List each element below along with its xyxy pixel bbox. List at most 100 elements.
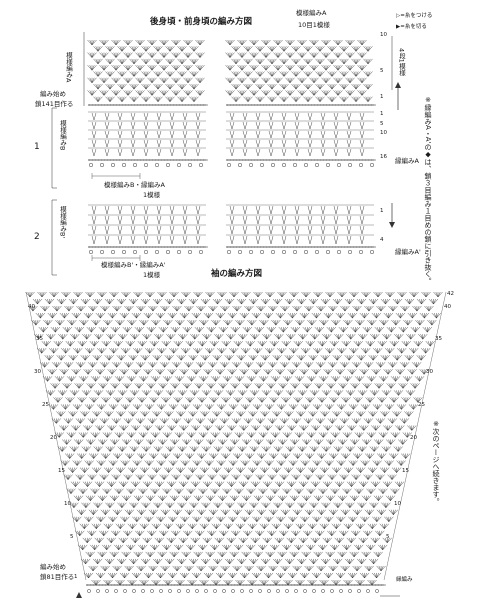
shell-motif bbox=[249, 397, 255, 403]
shell-motif bbox=[301, 52, 307, 58]
shell-motif bbox=[123, 425, 129, 431]
shell-motif bbox=[384, 404, 390, 410]
shell-motif bbox=[89, 348, 95, 354]
dc-stitch bbox=[117, 205, 121, 215]
shell-motif bbox=[133, 71, 139, 77]
shell-motif bbox=[67, 341, 71, 347]
shell-motif bbox=[292, 305, 298, 312]
chain-stitch bbox=[154, 104, 157, 106]
shell-motif bbox=[185, 348, 191, 354]
shell-motif bbox=[325, 298, 331, 305]
shell-motif bbox=[131, 46, 135, 52]
shell-motif bbox=[268, 305, 274, 312]
chain-stitch bbox=[256, 246, 259, 248]
shell-motif bbox=[141, 96, 147, 102]
shell-motif bbox=[187, 65, 191, 71]
shell-motif bbox=[310, 341, 315, 347]
chain-stitch bbox=[313, 246, 316, 248]
picot-stitch bbox=[176, 249, 182, 255]
shell-motif bbox=[255, 369, 259, 375]
shell-motif bbox=[278, 404, 282, 410]
shell-motif bbox=[375, 369, 381, 375]
shell-motif bbox=[323, 425, 328, 431]
shell-motif bbox=[312, 355, 316, 361]
shell-motif bbox=[320, 411, 326, 417]
shell-motif bbox=[68, 418, 71, 424]
shell-motif bbox=[173, 77, 177, 83]
chain-stitch bbox=[328, 104, 331, 106]
shell-motif bbox=[259, 96, 265, 102]
shell-motif bbox=[360, 390, 363, 396]
shell-motif bbox=[301, 52, 305, 58]
shell-motif bbox=[301, 312, 305, 319]
dc-stitch bbox=[244, 148, 248, 157]
dc-stitch bbox=[171, 112, 175, 121]
shell-motif bbox=[84, 355, 88, 361]
shell-motif bbox=[313, 369, 317, 375]
chain-stitch bbox=[346, 159, 349, 161]
shell-motif bbox=[251, 312, 257, 319]
shell-motif bbox=[311, 90, 315, 96]
shell-motif bbox=[194, 390, 197, 396]
shell-motif bbox=[163, 326, 168, 333]
shell-motif bbox=[131, 319, 137, 326]
shell-motif bbox=[278, 390, 284, 396]
shell-motif bbox=[313, 77, 317, 83]
shell-motif bbox=[306, 383, 310, 389]
chain-stitch bbox=[205, 246, 208, 248]
shell-motif bbox=[349, 355, 354, 361]
shell-motif bbox=[253, 369, 257, 375]
shell-motif bbox=[175, 319, 181, 326]
chain-stitch bbox=[238, 159, 241, 161]
shell-motif bbox=[168, 355, 172, 361]
dc-stitch bbox=[197, 139, 201, 148]
chain-stitch bbox=[169, 246, 172, 248]
dc-stitch bbox=[242, 235, 246, 245]
shell-motif bbox=[283, 83, 289, 90]
shell-motif bbox=[122, 390, 125, 396]
shell-motif bbox=[307, 84, 311, 90]
chain-stitch bbox=[151, 159, 154, 161]
shell-motif bbox=[268, 383, 272, 389]
shell-motif bbox=[259, 319, 265, 326]
shell-motif bbox=[285, 77, 291, 83]
shell-motif bbox=[93, 390, 99, 396]
dc-stitch bbox=[333, 148, 337, 157]
shell-motif bbox=[180, 334, 183, 340]
shell-motif bbox=[212, 418, 218, 424]
shell-motif bbox=[347, 65, 351, 71]
chain-stitch bbox=[247, 104, 250, 106]
dc-stitch bbox=[322, 112, 326, 121]
shell-motif bbox=[204, 411, 210, 417]
shell-motif bbox=[106, 411, 110, 417]
shell-motif bbox=[229, 39, 233, 46]
chain-stitch bbox=[280, 104, 283, 106]
shell-motif bbox=[64, 383, 68, 389]
dc-stitch bbox=[156, 112, 160, 121]
shell-motif bbox=[316, 312, 322, 319]
shell-motif bbox=[134, 390, 140, 396]
shell-motif bbox=[242, 390, 245, 396]
dc-stitch bbox=[320, 112, 324, 121]
picot-stitch bbox=[165, 162, 171, 168]
shell-motif bbox=[145, 291, 151, 298]
shell-motif bbox=[428, 305, 434, 312]
shell-motif bbox=[89, 90, 93, 96]
chain-stitch bbox=[310, 246, 313, 248]
shell-motif bbox=[346, 333, 351, 340]
shell-motif bbox=[209, 291, 213, 298]
chain-stitch bbox=[109, 159, 112, 161]
shell-motif bbox=[131, 84, 135, 90]
shell-motif bbox=[198, 376, 204, 382]
chain-stitch bbox=[178, 104, 181, 106]
shell-motif bbox=[351, 425, 355, 431]
shell-motif bbox=[196, 312, 202, 319]
shell-motif bbox=[98, 334, 102, 340]
shell-motif bbox=[135, 369, 139, 375]
chain-stitch bbox=[316, 104, 319, 106]
shell-motif bbox=[348, 334, 351, 340]
shell-motif bbox=[51, 291, 55, 298]
shell-motif bbox=[410, 326, 416, 333]
shell-motif bbox=[143, 46, 147, 52]
dc-stitch bbox=[257, 225, 261, 235]
